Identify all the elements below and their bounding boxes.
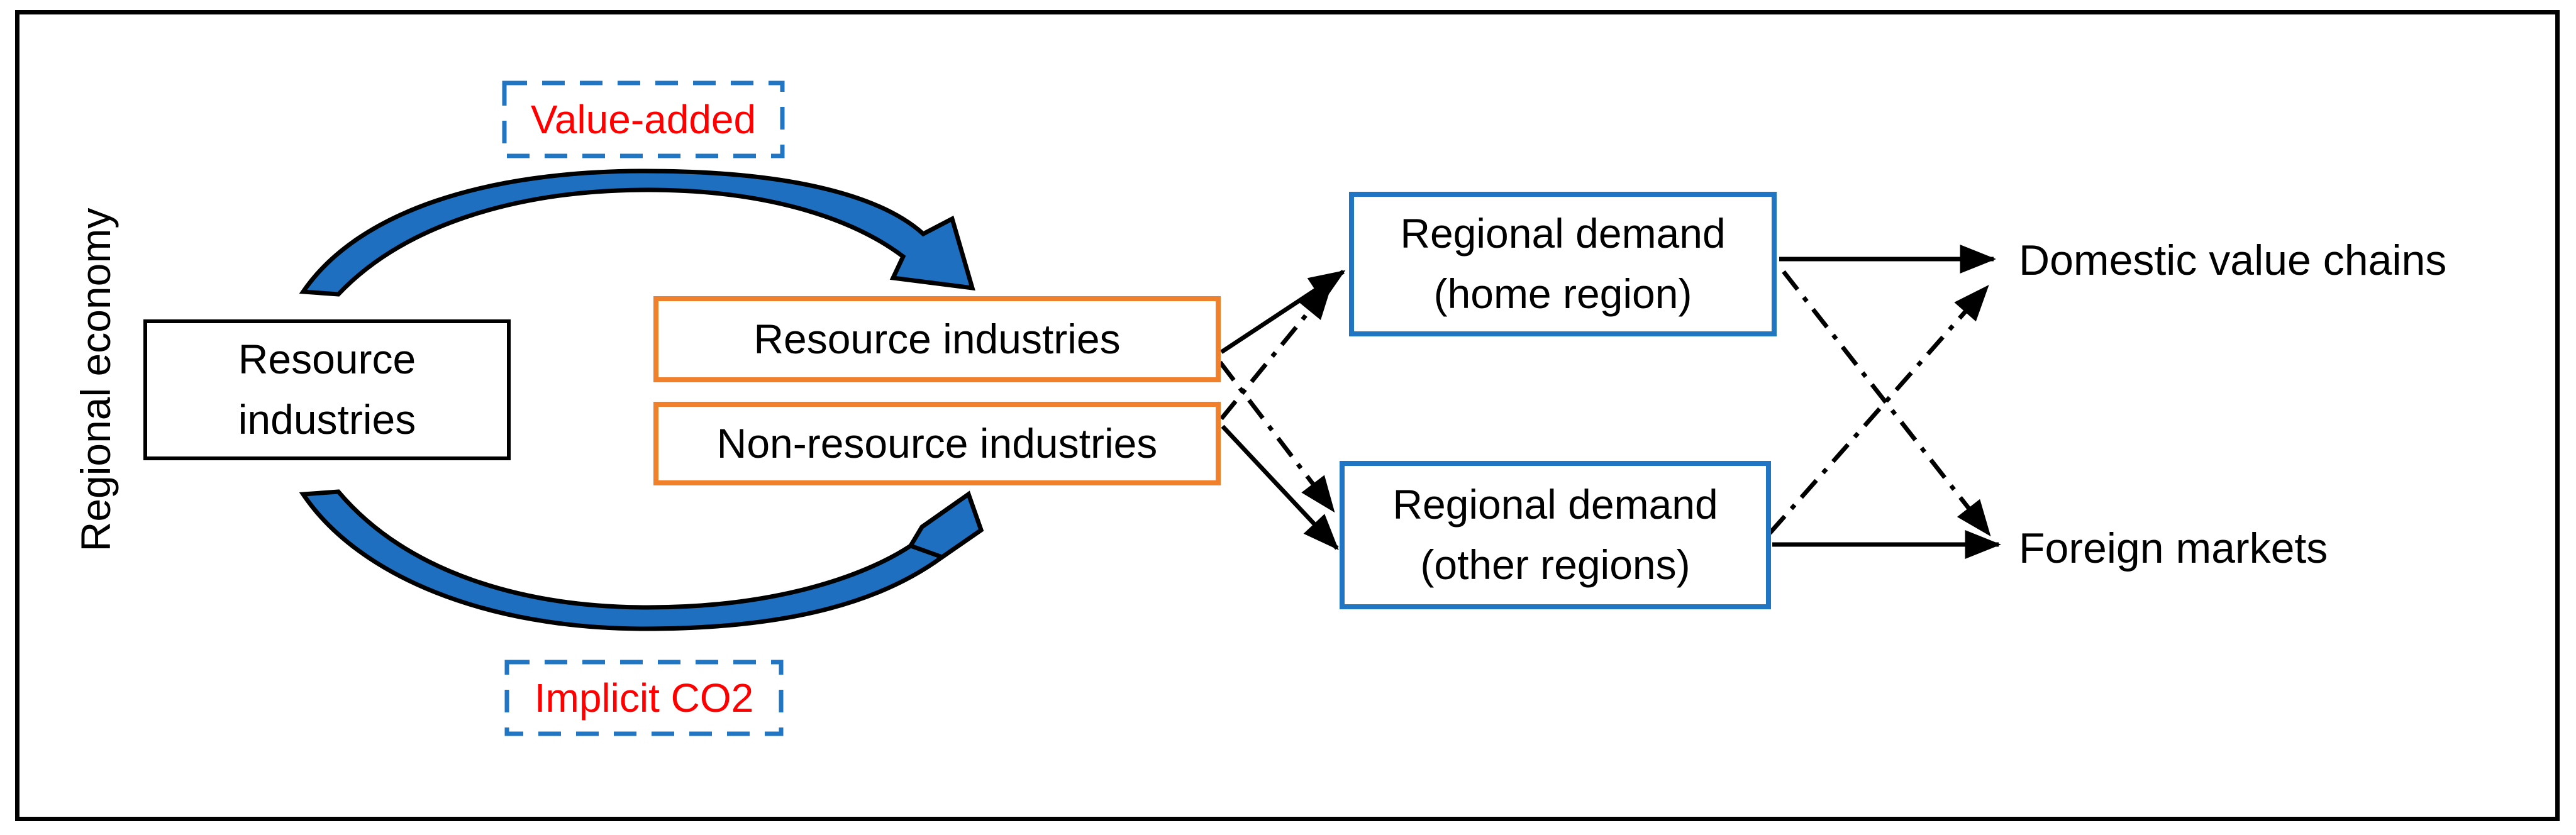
resource-industries-box-label: Resource industries [753,315,1121,362]
regional-demand-home-label: Regional demand (home region) [1400,210,1726,317]
regional-demand-home-box: Regional demand (home region) [1349,192,1777,336]
foreign-markets-label: Foreign markets [2019,524,2328,572]
resource-industries-source-label: Resource industries [238,336,416,443]
value-added-dashed-border [502,80,785,158]
resource-industries-box: Resource industries [653,296,1221,382]
implicit-co2-arrowhead-icon [907,490,984,560]
arrow-home-demand-to-foreign-dashdot [1782,270,1991,537]
figure-border [15,10,2560,821]
arrow-nonresource-to-home-demand-dashdot [1219,282,1333,421]
regional-economy-label: Regional economy [72,207,119,552]
arrow-resource-to-other-demand-dashdot [1218,360,1335,513]
value-added-tag: Value-added [530,97,757,142]
arrow-nonresource-to-other-demand [1221,424,1339,550]
implicit-co2-tag: Implicit CO2 [534,675,754,721]
arrow-other-demand-to-domestic-dashdot [1768,284,1989,535]
resource-industries-source-box: Resource industries [143,319,511,460]
regional-demand-other-label: Regional demand (other regions) [1392,481,1718,588]
value-added-curved-arrow-icon [299,169,975,297]
domestic-value-chains-label: Domestic value chains [2019,236,2447,284]
implicit-co2-dashed-border [504,660,784,736]
non-resource-industries-box: Non-resource industries [653,402,1221,485]
non-resource-industries-box-label: Non-resource industries [716,419,1158,467]
regional-demand-other-box: Regional demand (other regions) [1340,461,1771,609]
